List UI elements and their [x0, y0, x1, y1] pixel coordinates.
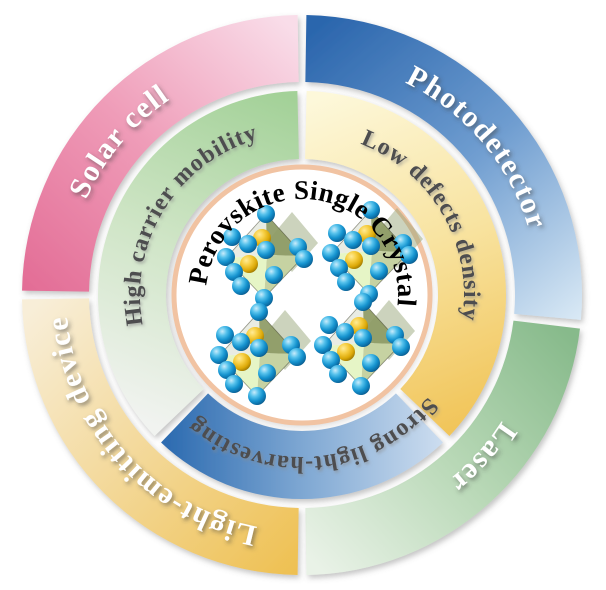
- perovskite-crystal-illustration: [209, 200, 424, 406]
- inner-ring: [97, 91, 507, 500]
- outer-segment-solar-cell: [22, 15, 299, 292]
- outer-segment-light-emitting-device: [22, 298, 299, 575]
- center-circle: [171, 164, 433, 426]
- outer-segment-photodetector: [305, 15, 582, 320]
- outer-ring: [22, 15, 582, 575]
- inner-segment-strong-light-harvesting: [161, 393, 443, 500]
- inner-segment-high-carrier-mobility: [97, 91, 299, 436]
- inner-segment-low-defects-density: [305, 91, 507, 436]
- outer-segment-laser: [305, 320, 580, 575]
